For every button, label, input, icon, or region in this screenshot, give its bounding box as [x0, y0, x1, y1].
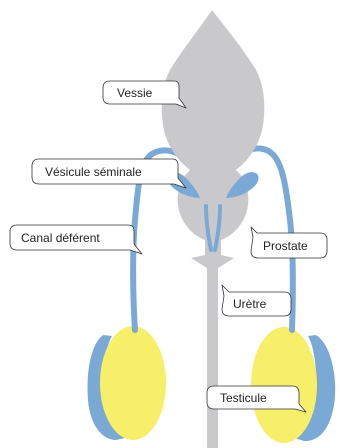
callout-canal-deferent: Canal déférent — [10, 225, 142, 254]
label-testicule: Testicule — [220, 391, 267, 405]
label-vesicule-seminale: Vésicule séminale — [45, 165, 142, 179]
callout-uretre: Urètre — [222, 285, 291, 316]
callout-vesicule-seminale: Vésicule séminale — [32, 159, 186, 188]
callout-vessie: Vessie — [103, 81, 186, 108]
label-prostate: Prostate — [263, 239, 308, 253]
label-canal-deferent: Canal déférent — [21, 231, 100, 245]
label-uretre: Urètre — [233, 297, 267, 311]
callout-prostate: Prostate — [251, 227, 327, 258]
label-vessie: Vessie — [117, 86, 153, 100]
callout-testicule: Testicule — [207, 386, 306, 412]
